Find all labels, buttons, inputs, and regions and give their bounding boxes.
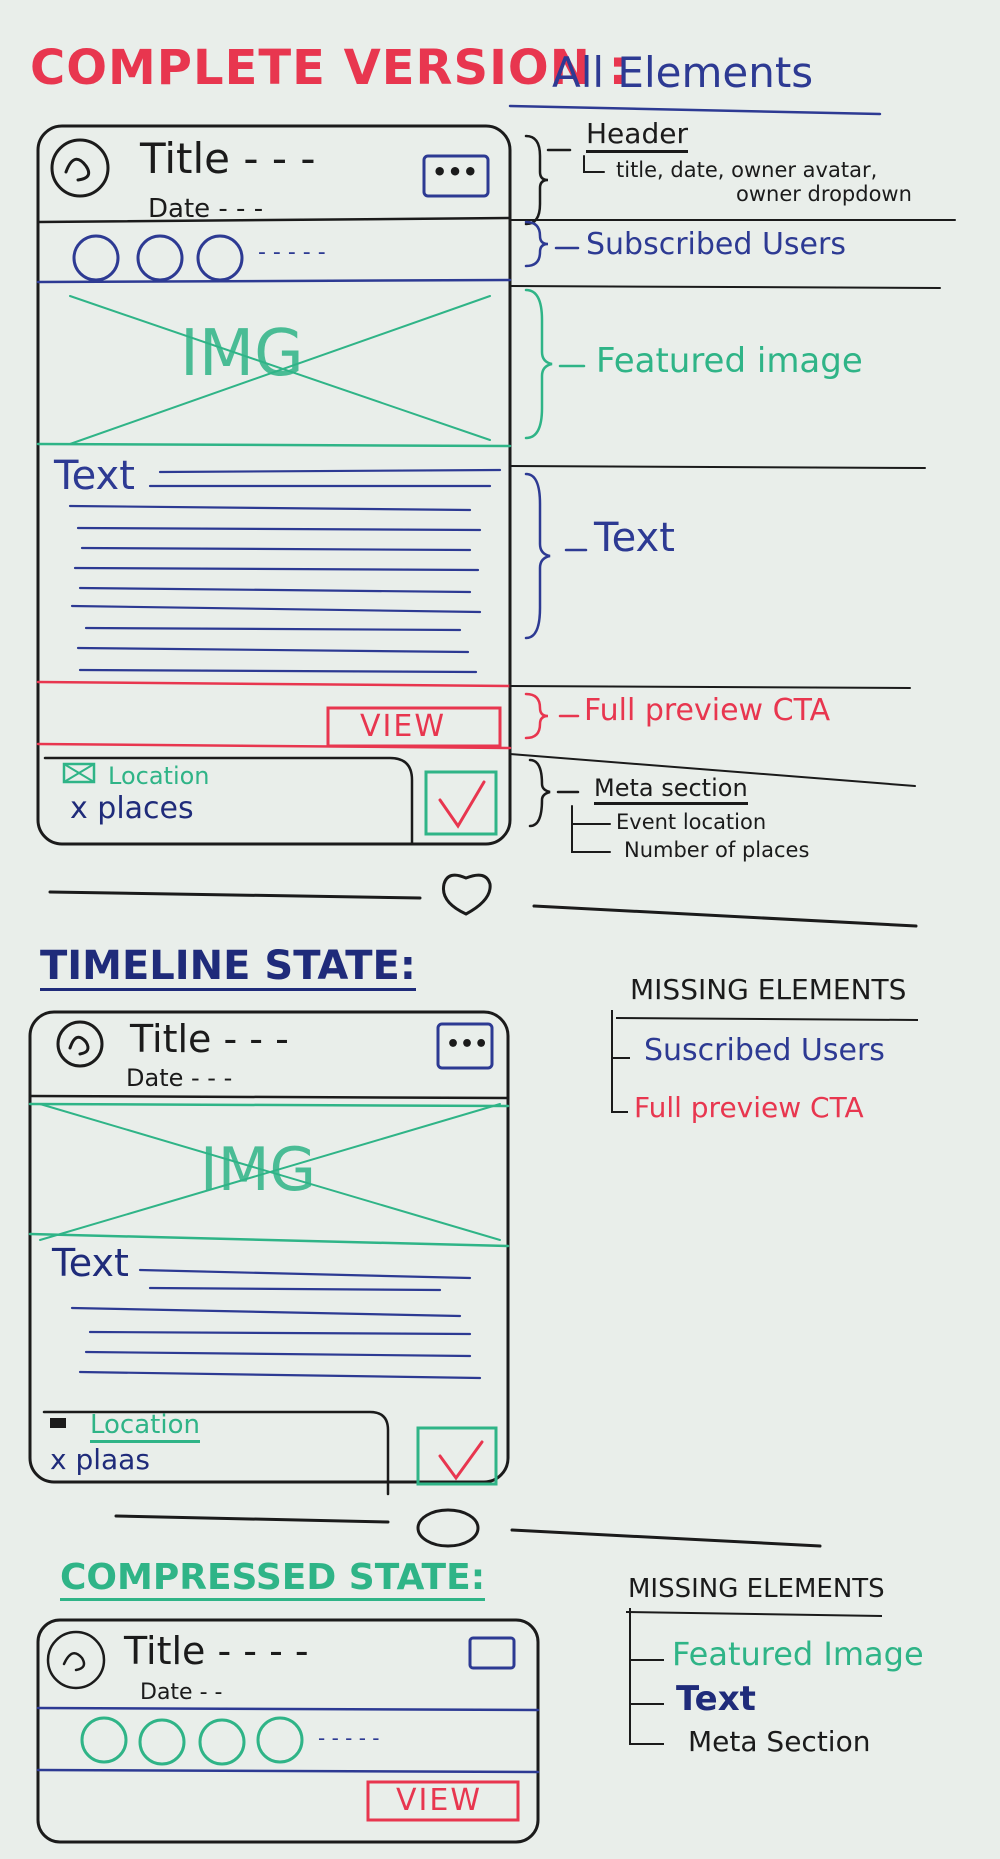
timeline-text-label: Text	[52, 1241, 129, 1285]
compressed-card-date: Date - -	[140, 1680, 223, 1705]
heart-icon	[441, 873, 492, 916]
header-bracket	[524, 134, 549, 226]
img-placeholder-cross	[69, 295, 491, 441]
annotation-meta-places: Number of places	[624, 838, 810, 862]
meta-section-frame	[43, 756, 414, 846]
subscriber-avatar-icon	[256, 1716, 304, 1764]
subscriber-avatar-icon	[138, 1718, 186, 1766]
img-placeholder-cross	[39, 1103, 501, 1241]
featured-bracket	[524, 288, 553, 440]
timeline-img-label: IMG	[200, 1135, 316, 1205]
dropdown-dots-icon[interactable]: •••	[446, 1032, 489, 1057]
card-title: Title - - -	[140, 134, 316, 183]
checkmark-icon	[438, 780, 486, 829]
separator-heart-1	[48, 873, 918, 928]
timeline-card-date: Date - - -	[126, 1064, 233, 1092]
annotation-cta: Full preview CTA	[584, 693, 831, 728]
complete-card	[36, 124, 512, 846]
subscriber-avatar-icon	[72, 234, 120, 282]
complete-header-divider	[36, 216, 512, 224]
location-icon	[62, 762, 96, 784]
compressed-heading: COMPRESSED STATE:	[60, 1560, 486, 1601]
timeline-location-label: Location	[90, 1412, 200, 1443]
attend-checkbox-icon	[424, 770, 498, 836]
compressed-card-title: Title - - - -	[124, 1629, 309, 1673]
compressed-missing-item: Meta Section	[688, 1725, 871, 1758]
timeline-heading: TIMELINE STATE:	[40, 943, 416, 991]
timeline-missing-heading: MISSING ELEMENTS	[630, 973, 907, 1006]
owner-avatar-icon	[56, 1020, 104, 1068]
complete-annotation-brackets	[508, 104, 956, 853]
annotation-subscribed: Subscribed Users	[586, 227, 846, 262]
subscriber-avatar-icon	[198, 1718, 246, 1766]
annotation-header-detail-1: title, date, owner avatar,	[616, 158, 878, 182]
compressed-card-frame	[36, 1618, 540, 1844]
text-bracket	[524, 472, 551, 640]
annotation-text: Text	[594, 515, 675, 561]
compressed-missing-item: Featured Image	[672, 1635, 924, 1673]
places-label: x places	[70, 791, 194, 826]
meta-section-frame	[42, 1410, 390, 1496]
timeline-card-title: Title - - -	[130, 1017, 289, 1061]
annotation-meta: Meta section	[594, 776, 748, 805]
cta-bottom-divider	[36, 742, 512, 750]
meta-bracket	[528, 758, 551, 828]
owner-dropdown-icon	[468, 1636, 516, 1670]
all-elements-heading: All Elements	[552, 48, 814, 97]
cta-bracket	[524, 692, 549, 740]
cta-top-divider	[36, 680, 512, 688]
compressed-missing-heading: MISSING ELEMENTS	[628, 1574, 885, 1604]
heart-icon	[416, 1508, 480, 1548]
subscriber-avatar-icon	[80, 1716, 128, 1764]
compressed-missing-lines	[625, 1608, 883, 1745]
subscribed-divider	[36, 278, 512, 284]
dropdown-dots-icon[interactable]: •••	[432, 158, 479, 186]
owner-avatar-icon	[46, 1630, 106, 1690]
subscriber-avatar-icon	[136, 234, 184, 282]
timeline-missing-item: Full preview CTA	[634, 1091, 864, 1124]
subscriber-avatar-icon	[196, 234, 244, 282]
image-divider	[36, 442, 512, 448]
attend-checkbox-icon	[416, 1426, 498, 1486]
location-label: Location	[108, 762, 210, 790]
text-label: Text	[54, 453, 135, 499]
annotation-featured: Featured image	[596, 341, 863, 381]
subscribed-more: - - - - -	[258, 240, 326, 265]
view-button[interactable]: VIEW	[360, 709, 446, 744]
annotation-meta-location: Event location	[616, 810, 767, 834]
img-placeholder-label: IMG	[180, 317, 304, 391]
timeline-card	[28, 1010, 510, 1496]
timeline-missing-item: Suscribed Users	[644, 1033, 885, 1068]
owner-avatar-icon	[50, 138, 110, 198]
owner-dropdown-icon	[436, 1022, 494, 1070]
compressed-missing-item: Text	[676, 1679, 756, 1719]
annotation-header-detail-2: owner dropdown	[736, 182, 912, 206]
card-date: Date - - -	[148, 194, 264, 224]
annotation-header: Header	[586, 120, 688, 153]
timeline-missing-lines	[611, 1010, 919, 1113]
complete-heading: COMPLETE VERSION :	[30, 40, 629, 96]
location-icon	[50, 1418, 66, 1428]
separator-heart-2	[114, 1508, 822, 1548]
owner-avatar-glyph-icon	[64, 157, 91, 182]
all-elements-underline	[508, 104, 882, 116]
complete-card-frame	[36, 124, 512, 846]
img-placeholder-cross	[69, 295, 491, 445]
view-button-frame	[366, 1780, 520, 1822]
text-lines	[68, 468, 502, 674]
timeline-places-label: x plaas	[50, 1443, 150, 1476]
checkmark-icon	[438, 1440, 484, 1481]
owner-dropdown-icon	[422, 154, 490, 198]
compressed-subscribed-more: - - - - -	[318, 1726, 380, 1750]
compressed-card	[36, 1618, 540, 1844]
compressed-view-button[interactable]: VIEW	[396, 1783, 482, 1818]
text-lines	[70, 1268, 482, 1380]
subscribed-bracket	[524, 220, 549, 268]
